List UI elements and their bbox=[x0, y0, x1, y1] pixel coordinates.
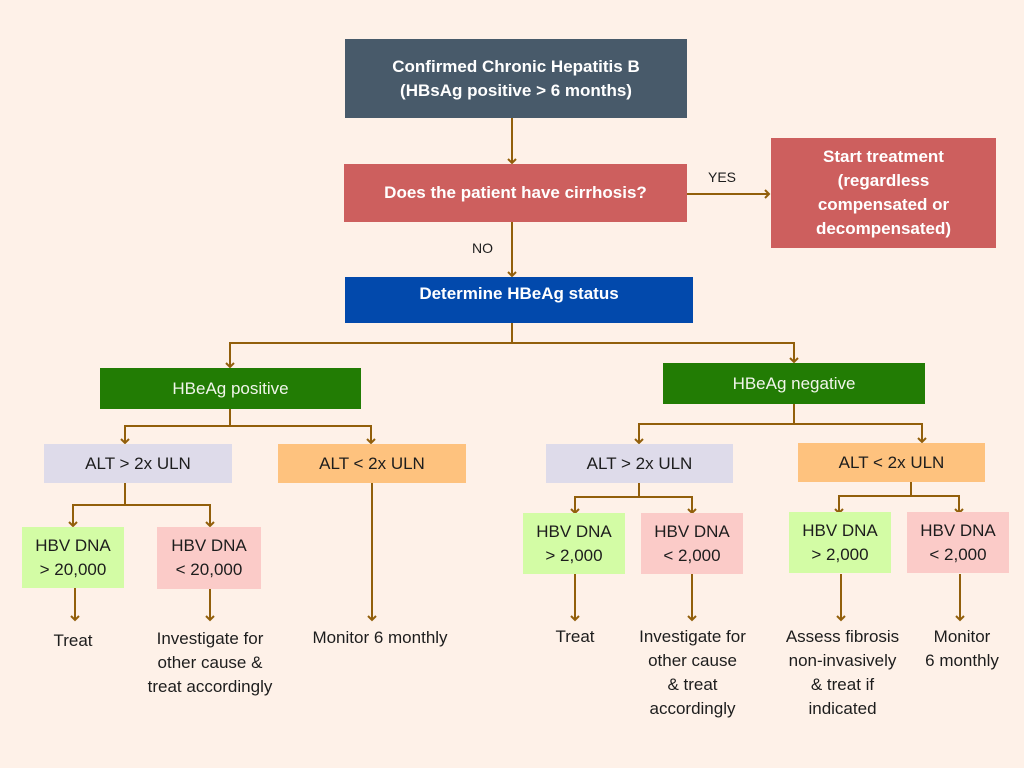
neg-assess-outcome: Assess fibrosis non-invasively & treat i… bbox=[785, 627, 900, 718]
pos-dna-low-node: HBV DNA < 20,000 bbox=[157, 527, 261, 589]
connector-neg-l-dna-low bbox=[911, 495, 964, 515]
start-treatment-node: Start treatment (regardless compensated … bbox=[771, 138, 996, 248]
connector-neg-alt-low bbox=[794, 423, 927, 444]
neg-l-dna-high-node: HBV DNA > 2,000 bbox=[789, 512, 891, 573]
start-node: Confirmed Chronic Hepatitis B (HBsAg pos… bbox=[345, 39, 687, 118]
connector-neg-l-dna-high bbox=[834, 495, 911, 515]
neg-h-dna-high-node: HBV DNA > 2,000 bbox=[523, 513, 625, 574]
determine-hbeag-node: Determine HBeAg status bbox=[345, 277, 693, 323]
yes-label: YES bbox=[708, 169, 737, 185]
neg-treat-outcome: Treat bbox=[555, 627, 595, 646]
no-label: NO bbox=[472, 240, 493, 256]
pos-dna-high-node: HBV DNA > 20,000 bbox=[22, 527, 124, 588]
neg-monitor-outcome: Monitor 6 monthly bbox=[925, 627, 999, 670]
neg-alt-low-node: ALT < 2x ULN bbox=[798, 443, 985, 482]
connector-pos-alt-high bbox=[120, 425, 230, 445]
pos-investigate-outcome: Investigate for other cause & treat acco… bbox=[147, 629, 273, 696]
connector-to-negative bbox=[512, 342, 799, 364]
connector-pos-dna-high bbox=[68, 504, 125, 528]
connector-neg-h-dna-low bbox=[639, 496, 697, 515]
neg-l-dna-low-node: HBV DNA < 2,000 bbox=[907, 512, 1009, 573]
connector-neg-h-dna-high bbox=[570, 496, 639, 515]
cirrhosis-decision-node: Does the patient have cirrhosis? bbox=[344, 164, 687, 222]
hbeag-positive-node: HBeAg positive bbox=[100, 368, 361, 409]
pos-monitor-outcome: Monitor 6 monthly bbox=[312, 628, 448, 647]
neg-alt-high-node: ALT > 2x ULN bbox=[546, 444, 733, 483]
neg-investigate-outcome: Investigate for other cause & treat acco… bbox=[639, 627, 746, 718]
hbeag-negative-node: HBeAg negative bbox=[663, 363, 925, 404]
connector-to-positive bbox=[225, 342, 512, 369]
connector-pos-dna-low bbox=[125, 504, 215, 528]
pos-alt-high-node: ALT > 2x ULN bbox=[44, 444, 232, 483]
pos-alt-low-node: ALT < 2x ULN bbox=[278, 444, 466, 483]
neg-h-dna-low-node: HBV DNA < 2,000 bbox=[641, 513, 743, 574]
connector-pos-alt-low bbox=[230, 425, 376, 445]
pos-treat-outcome: Treat bbox=[53, 631, 93, 650]
connector-neg-alt-high bbox=[634, 423, 794, 445]
